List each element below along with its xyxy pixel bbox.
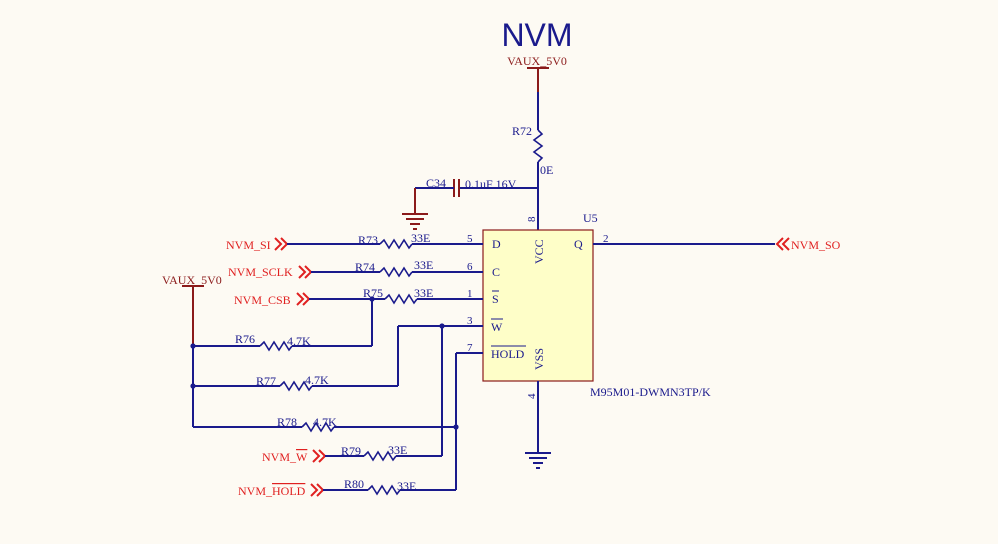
net-flag-so — [775, 237, 790, 251]
resistor-r79 — [363, 450, 397, 462]
chip-u5 — [482, 229, 594, 382]
r80-ref: R80 — [344, 477, 364, 491]
resistor-r80 — [367, 484, 401, 496]
pin-label-vcc: VCC — [532, 239, 546, 264]
r77-value: 4.7K — [305, 373, 329, 387]
r73-ref: R73 — [358, 233, 378, 247]
r74-ref: R74 — [355, 260, 375, 274]
r74-value: 33E — [414, 258, 433, 272]
r80-value: 33E — [397, 479, 416, 493]
net-label-hold-bar: HOLD — [272, 484, 306, 498]
pin-label-d: D — [492, 237, 501, 251]
net-label-si: NVM_SI — [226, 238, 271, 252]
net-flag-csb — [296, 292, 311, 306]
resistor-r74 — [379, 266, 413, 278]
resistor-r72 — [532, 129, 544, 163]
net-label-csb: NVM_CSB — [234, 293, 291, 307]
capacitor-c34 — [453, 179, 460, 197]
r78-ref: R78 — [277, 415, 297, 429]
r76-ref: R76 — [235, 332, 255, 346]
resistor-r75 — [384, 293, 418, 305]
r72-value: 0E — [540, 163, 553, 177]
net-label-sclk: NVM_SCLK — [228, 265, 293, 279]
net-label-hold-prefix: NVM_ — [238, 484, 273, 498]
power-symbol-left — [182, 285, 204, 346]
c34-value: 0.1uF 16V — [465, 177, 517, 191]
net-flag-w — [312, 449, 327, 463]
power-label-top: VAUX_5V0 — [507, 54, 567, 68]
r75-ref: R75 — [363, 286, 383, 300]
ground-symbol-cap — [402, 213, 428, 230]
chip-part: M95M01-DWMN3TP/K — [590, 385, 711, 399]
pin-num-s: 1 — [467, 288, 473, 300]
r78-value: 4.7K — [313, 415, 337, 429]
net-label-w-prefix: NVM_ — [262, 450, 297, 464]
r77-ref: R77 — [256, 374, 276, 388]
pin-num-w: 3 — [467, 315, 473, 327]
c34-ref: C34 — [426, 176, 446, 190]
pin-label-vss: VSS — [532, 348, 546, 370]
net-flag-si — [274, 237, 289, 251]
ground-symbol-chip — [525, 452, 551, 469]
r72-ref: R72 — [512, 124, 532, 138]
resistor-r77 — [279, 380, 313, 392]
net-flag-sclk — [298, 265, 313, 279]
net-label-hold: NVM_HOLD — [238, 484, 306, 498]
chip-ref: U5 — [583, 211, 598, 225]
resistor-r76 — [259, 340, 293, 352]
pin-num-d: 5 — [467, 233, 473, 245]
pin-label-s: S — [492, 292, 499, 306]
pin-num-vcc: 8 — [526, 216, 538, 222]
pin-label-hold: HOLD — [491, 347, 525, 361]
resistor-r73 — [379, 238, 413, 250]
r79-ref: R79 — [341, 444, 361, 458]
power-label-left: VAUX_5V0 — [162, 273, 222, 287]
resistor-r78 — [301, 421, 335, 433]
net-flag-hold — [310, 483, 325, 497]
net-label-w-bar: W — [296, 450, 308, 464]
r79-value: 33E — [388, 443, 407, 457]
pin-num-c: 6 — [467, 261, 473, 273]
pin-num-hold: 7 — [467, 342, 473, 354]
pin-label-c: C — [492, 265, 500, 279]
pin-label-q: Q — [574, 237, 583, 251]
net-label-so: NVM_SO — [791, 238, 841, 252]
pin-num-vss: 4 — [526, 393, 538, 399]
pin-num-q: 2 — [603, 233, 609, 245]
page-title: NVM — [501, 17, 572, 53]
power-symbol-top — [527, 67, 549, 92]
net-label-w: NVM_W — [262, 450, 308, 464]
r76-value: 4.7K — [287, 334, 311, 348]
r73-value: 33E — [411, 231, 430, 245]
r75-value: 33E — [414, 286, 433, 300]
pin-label-w: W — [491, 320, 503, 334]
